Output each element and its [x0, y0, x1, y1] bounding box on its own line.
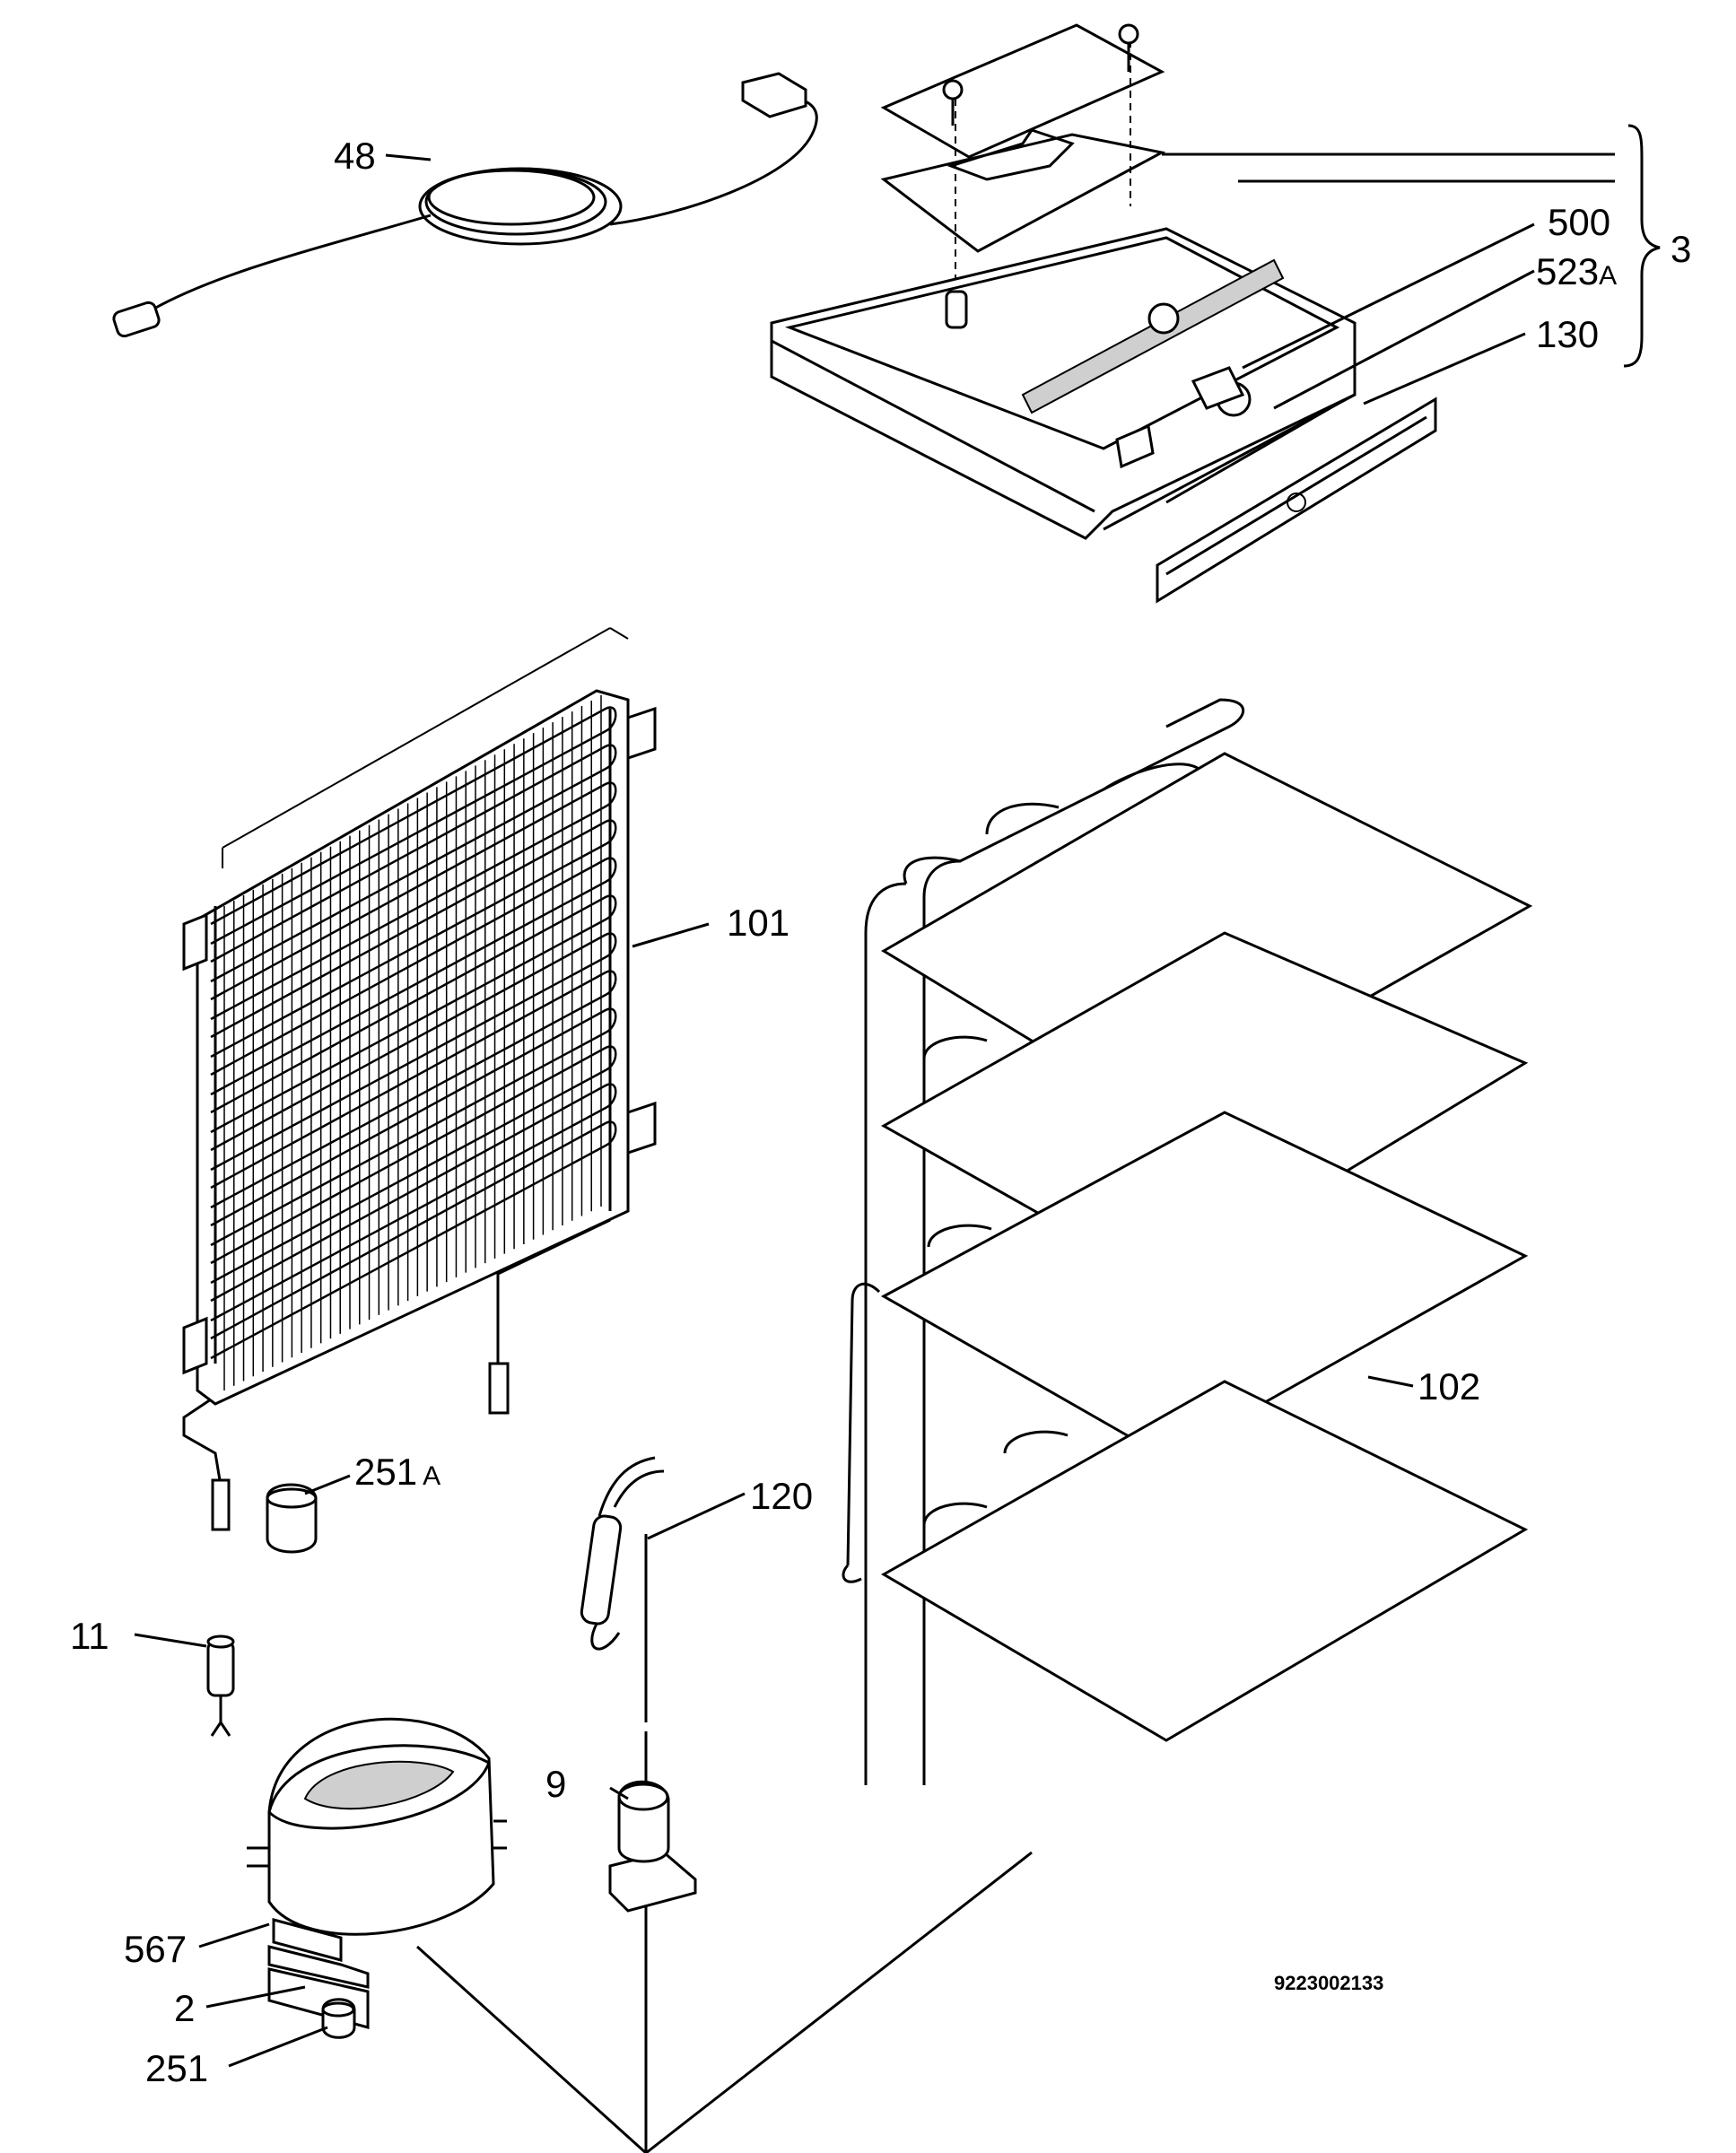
condenser-tube	[210, 1045, 617, 1285]
label-2: 2	[174, 1987, 195, 2029]
condenser-tube	[210, 894, 617, 1134]
condenser-tube	[210, 819, 617, 1059]
compressor-part	[247, 1717, 1033, 2153]
clamp-part	[608, 1780, 697, 1913]
label-48: 48	[334, 135, 376, 177]
label-251: 251	[145, 2047, 208, 2089]
label-523: 523A	[1536, 250, 1617, 292]
grommet-part	[321, 1998, 356, 2039]
label-102: 102	[1418, 1365, 1480, 1408]
condenser-tube	[210, 1007, 617, 1247]
condenser-tube	[210, 857, 617, 1096]
label-130: 130	[1536, 313, 1599, 355]
condenser-tube	[210, 970, 617, 1209]
condenser-tube	[210, 1083, 617, 1322]
condenser-part	[182, 627, 657, 1531]
sensor-cable-part	[112, 72, 818, 338]
evaporator-part	[842, 698, 1533, 1785]
label-101: 101	[727, 902, 789, 944]
label-9: 9	[545, 1763, 566, 1805]
label-11: 11	[70, 1615, 109, 1657]
capillary-drier-part	[580, 1456, 665, 1722]
relay-part	[206, 1634, 235, 1737]
condenser-tube	[210, 932, 617, 1172]
label-120: 120	[750, 1475, 813, 1517]
condenser-tube	[210, 1120, 617, 1360]
condenser-tube	[210, 744, 617, 983]
label-500: 500	[1548, 201, 1610, 243]
label-567: 567	[124, 1928, 187, 1970]
condenser-tube	[210, 781, 617, 1021]
control-box-assembly-part	[770, 23, 1437, 604]
drier-clip-part	[266, 1483, 318, 1554]
leader-lines	[134, 124, 1661, 2068]
condenser-tube	[210, 706, 617, 946]
diagram-code: 9223002133	[1274, 1972, 1383, 1994]
label-3: 3	[1671, 228, 1691, 270]
